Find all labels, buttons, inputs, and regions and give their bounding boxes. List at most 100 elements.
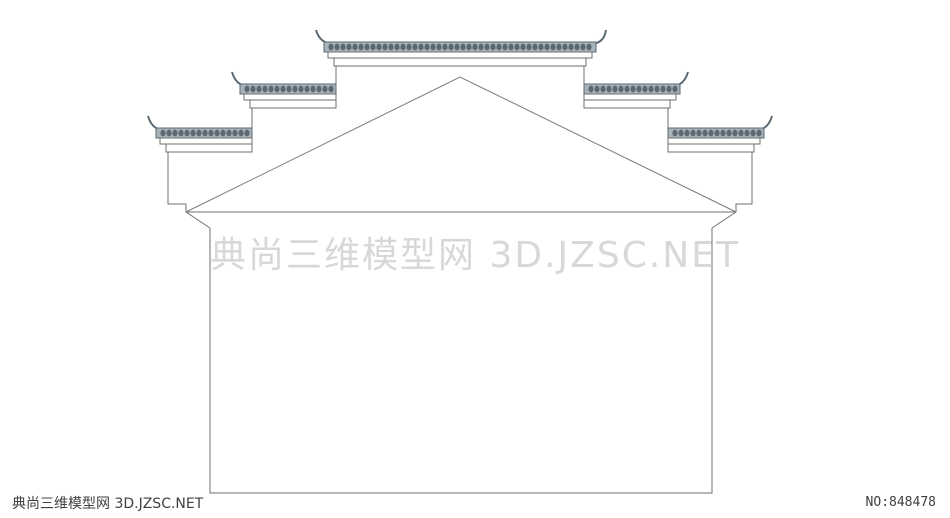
roof-tile xyxy=(484,43,490,51)
roof-tile xyxy=(756,129,762,137)
roof-tile xyxy=(714,129,720,137)
roof-tile xyxy=(394,43,400,51)
roof-tile xyxy=(544,43,550,51)
roof-tile xyxy=(412,43,418,51)
roof-tile xyxy=(430,43,436,51)
roof-tile xyxy=(630,85,636,93)
roof-cap-mid-right xyxy=(583,71,689,109)
roof-tile xyxy=(196,129,202,137)
wall-outline xyxy=(167,66,753,494)
roof-tile xyxy=(274,85,280,93)
roof-tile xyxy=(328,85,334,93)
roof-tile xyxy=(442,43,448,51)
roof-tile xyxy=(292,85,298,93)
roof-tile xyxy=(750,129,756,137)
roof-tile xyxy=(624,85,630,93)
roof-tile xyxy=(648,85,654,93)
roof-tile xyxy=(666,85,672,93)
roof-tile xyxy=(376,43,382,51)
roof-tile xyxy=(520,43,526,51)
roof-tile xyxy=(436,43,442,51)
roof-tile xyxy=(232,129,238,137)
roof-tile xyxy=(454,43,460,51)
roof-tile-pattern xyxy=(160,43,762,137)
roof-tile xyxy=(220,129,226,137)
roof-tile xyxy=(702,129,708,137)
roof-tile xyxy=(316,85,322,93)
roof-tile xyxy=(514,43,520,51)
roof-tile xyxy=(208,129,214,137)
roof-tile xyxy=(586,43,592,51)
roof-tile xyxy=(478,43,484,51)
roof-tile xyxy=(744,129,750,137)
roof-tile xyxy=(720,129,726,137)
roof-tile xyxy=(340,43,346,51)
gable-triangle xyxy=(185,76,737,213)
roof-tile xyxy=(334,43,340,51)
image-number: NO:848478 xyxy=(865,495,936,510)
roof-tile xyxy=(388,43,394,51)
roof-tile xyxy=(612,85,618,93)
roof-tile xyxy=(678,129,684,137)
roof-cap-low-right xyxy=(667,115,773,153)
roof-tile xyxy=(418,43,424,51)
roof-tile xyxy=(460,43,466,51)
roof-tile xyxy=(726,129,732,137)
roof-tile xyxy=(580,43,586,51)
roof-tile xyxy=(184,129,190,137)
roof-tile xyxy=(550,43,556,51)
roof-tile xyxy=(508,43,514,51)
roof-tile xyxy=(696,129,702,137)
roof-tile xyxy=(636,85,642,93)
roof-tile xyxy=(708,129,714,137)
roof-tile xyxy=(538,43,544,51)
roof-tile xyxy=(568,43,574,51)
roof-tile xyxy=(600,85,606,93)
roof-tile xyxy=(574,43,580,51)
roof-tile xyxy=(250,85,256,93)
roof-tile xyxy=(660,85,666,93)
roof-tile xyxy=(502,43,508,51)
roof-tile xyxy=(448,43,454,51)
roof-tile xyxy=(406,43,412,51)
roof-tile xyxy=(400,43,406,51)
roof-tile xyxy=(526,43,532,51)
roof-tile xyxy=(280,85,286,93)
roof-tile xyxy=(684,129,690,137)
roof-tile xyxy=(690,129,696,137)
roof-tile xyxy=(328,43,334,51)
roof-tile xyxy=(352,43,358,51)
roof-tile xyxy=(262,85,268,93)
roof-tile xyxy=(588,85,594,93)
roof-tile xyxy=(490,43,496,51)
roof-tile xyxy=(304,85,310,93)
roof-tile xyxy=(370,43,376,51)
roof-tile xyxy=(202,129,208,137)
roof-tile xyxy=(322,85,328,93)
roof-tile xyxy=(244,129,250,137)
roof-tile xyxy=(172,129,178,137)
roof-tile xyxy=(556,43,562,51)
roof-cap-top xyxy=(315,29,607,67)
roof-tile xyxy=(214,129,220,137)
roof-tile xyxy=(364,43,370,51)
watermark-footer-left: 典尚三维模型网 3D.JZSC.NET xyxy=(12,496,204,512)
roof-tile xyxy=(424,43,430,51)
roof-tile xyxy=(226,129,232,137)
roof-tile xyxy=(190,129,196,137)
roof-tile xyxy=(642,85,648,93)
roof-tile xyxy=(310,85,316,93)
roof-tile xyxy=(298,85,304,93)
roof-tile xyxy=(672,129,678,137)
roof-tile xyxy=(654,85,660,93)
roof-tile xyxy=(346,43,352,51)
roof-tile xyxy=(594,85,600,93)
roof-tile xyxy=(244,85,250,93)
roof-tile xyxy=(732,129,738,137)
roof-tile xyxy=(606,85,612,93)
roof-tile xyxy=(562,43,568,51)
roof-tile xyxy=(166,129,172,137)
roof-tile xyxy=(160,129,166,137)
roof-tile xyxy=(672,85,678,93)
